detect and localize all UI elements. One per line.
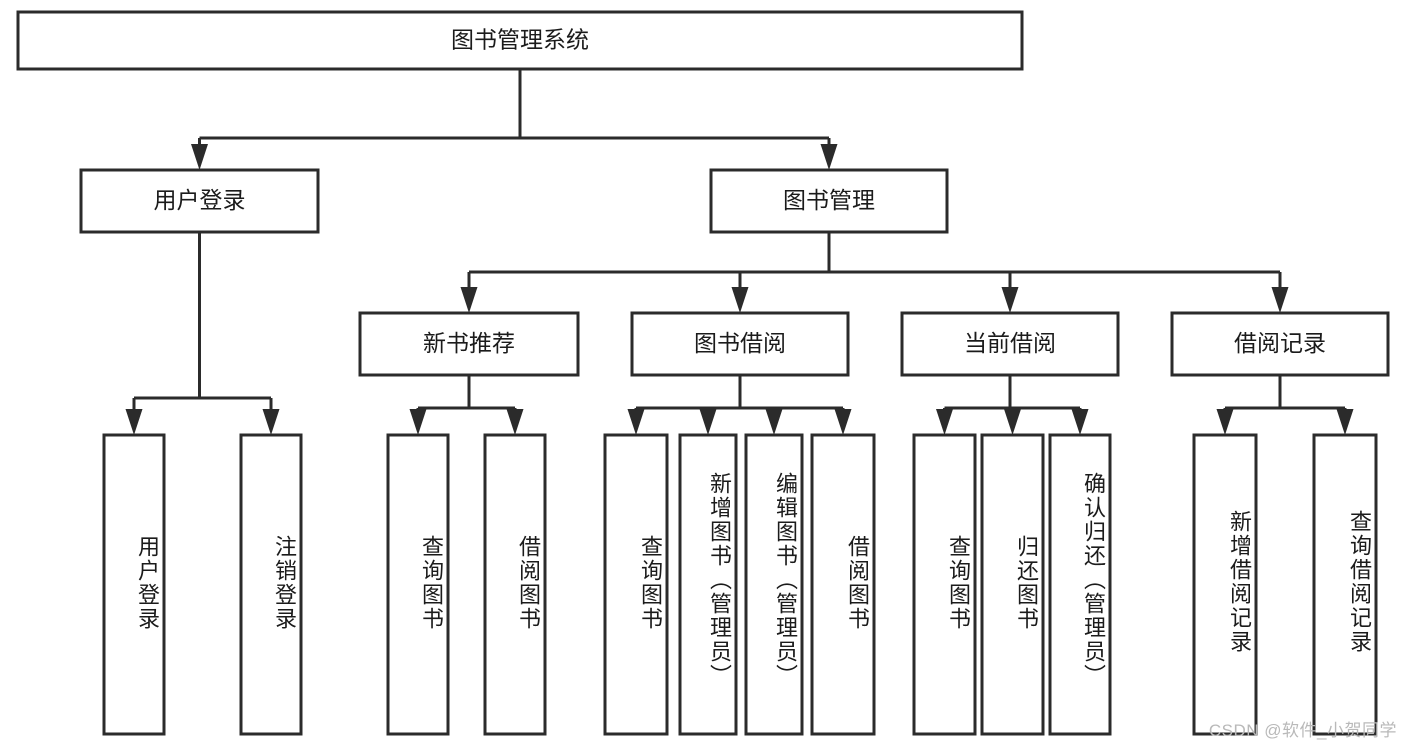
- node-box-book-borrow[interactable]: [630, 311, 850, 377]
- connector-current-borrow-to-leaf-return-book-arrowhead: [1004, 409, 1021, 435]
- connector-book-management-to-book-borrow-arrowhead: [731, 287, 749, 313]
- connectors-layer: [125, 69, 1354, 435]
- node-box-borrow-record[interactable]: [1170, 311, 1390, 377]
- connector-root-to-book-management-arrowhead: [820, 144, 838, 170]
- connector-book-management-to-current-borrow-arrowhead: [1001, 287, 1019, 313]
- connector-book-management-to-new-book-recommend-arrowhead: [460, 287, 478, 313]
- node-box-leaf-borrow-book-recommend[interactable]: [483, 433, 547, 736]
- connector-book-borrow-to-leaf-borrow-book-arrowhead: [834, 409, 852, 435]
- node-box-new-book-recommend[interactable]: [358, 311, 580, 377]
- node-box-leaf-add-book-admin[interactable]: [678, 433, 738, 736]
- connector-borrow-record-to-leaf-query-borrow-record-arrowhead: [1336, 409, 1354, 435]
- node-box-leaf-query-book-recommend[interactable]: [386, 433, 450, 736]
- connector-book-borrow-to-leaf-edit-book-admin-arrowhead: [765, 409, 783, 435]
- connector-book-management-to-borrow-record-arrowhead: [1271, 287, 1289, 313]
- node-box-leaf-add-borrow-record[interactable]: [1192, 433, 1258, 736]
- connector-current-borrow-to-leaf-query-book-current-arrowhead: [936, 409, 953, 435]
- node-box-root[interactable]: [16, 10, 1024, 71]
- node-label-new-book-recommend: 新书推荐: [423, 330, 515, 356]
- node-label-book-management: 图书管理: [783, 187, 875, 213]
- connector-new-book-recommend-to-leaf-borrow-book-recommend-arrowhead: [506, 409, 524, 435]
- node-box-book-management[interactable]: [709, 168, 949, 234]
- node-box-current-borrow[interactable]: [900, 311, 1120, 377]
- node-label-borrow-record: 借阅记录: [1234, 330, 1326, 356]
- node-box-leaf-confirm-return-admin[interactable]: [1048, 433, 1112, 736]
- node-box-leaf-edit-book-admin[interactable]: [744, 433, 804, 736]
- node-box-leaf-user-login[interactable]: [102, 433, 166, 736]
- node-box-leaf-query-book-current[interactable]: [912, 433, 977, 736]
- boxes-layer: [16, 10, 1390, 736]
- connector-current-borrow-to-leaf-confirm-return-admin-arrowhead: [1071, 409, 1089, 435]
- node-label-current-borrow: 当前借阅: [964, 330, 1056, 356]
- watermark-text: CSDN @软件_小贺同学: [1208, 721, 1397, 740]
- node-box-leaf-query-borrow-record[interactable]: [1312, 433, 1378, 736]
- node-box-leaf-query-book-borrow[interactable]: [603, 433, 669, 736]
- connector-book-borrow-to-leaf-query-book-borrow-arrowhead: [627, 409, 645, 435]
- node-box-leaf-logout-login[interactable]: [239, 433, 303, 736]
- node-label-root: 图书管理系统: [451, 27, 589, 53]
- connector-root-to-user-login-arrowhead: [191, 144, 208, 170]
- node-box-user-login[interactable]: [79, 168, 320, 234]
- connector-book-borrow-to-leaf-add-book-admin-arrowhead: [699, 409, 717, 435]
- node-label-book-borrow: 图书借阅: [694, 330, 786, 356]
- connector-user-login-to-leaf-logout-login-arrowhead: [262, 409, 280, 435]
- connector-user-login-to-leaf-user-login-arrowhead: [125, 409, 143, 435]
- node-box-leaf-borrow-book[interactable]: [810, 433, 876, 736]
- connector-new-book-recommend-to-leaf-query-book-recommend-arrowhead: [409, 409, 427, 435]
- connector-borrow-record-to-leaf-add-borrow-record-arrowhead: [1216, 409, 1234, 435]
- node-box-leaf-return-book[interactable]: [980, 433, 1045, 736]
- node-label-user-login: 用户登录: [154, 187, 246, 213]
